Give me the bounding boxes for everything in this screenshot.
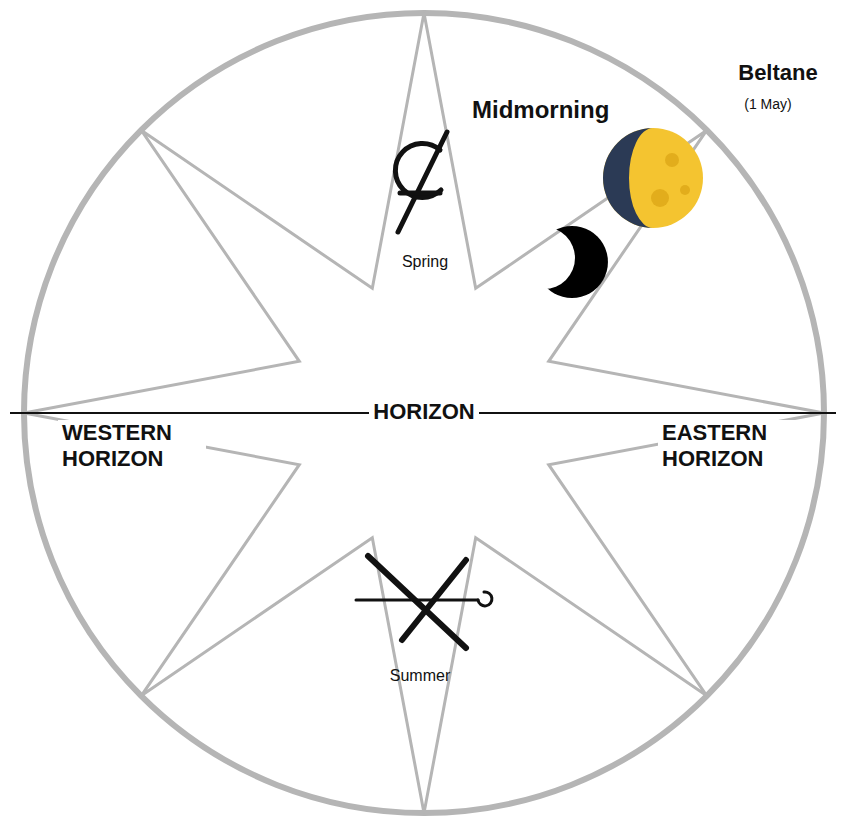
season-name: Spring: [402, 252, 448, 271]
festival-name: Beltane: [738, 60, 817, 86]
festival-date: (1 May): [744, 96, 791, 113]
summer-symbol: [356, 556, 492, 648]
horizon-label: WESTERN HORIZON: [58, 420, 206, 473]
time-of-day: Midmorning: [472, 96, 609, 125]
horizon-label: EASTERN HORIZON: [658, 420, 806, 473]
new-moon: [536, 226, 608, 298]
season-name: Summer: [390, 666, 450, 685]
spring-symbol: [395, 132, 447, 232]
horizon-label: HORIZON: [369, 399, 478, 425]
crescent-moon: [603, 128, 703, 228]
